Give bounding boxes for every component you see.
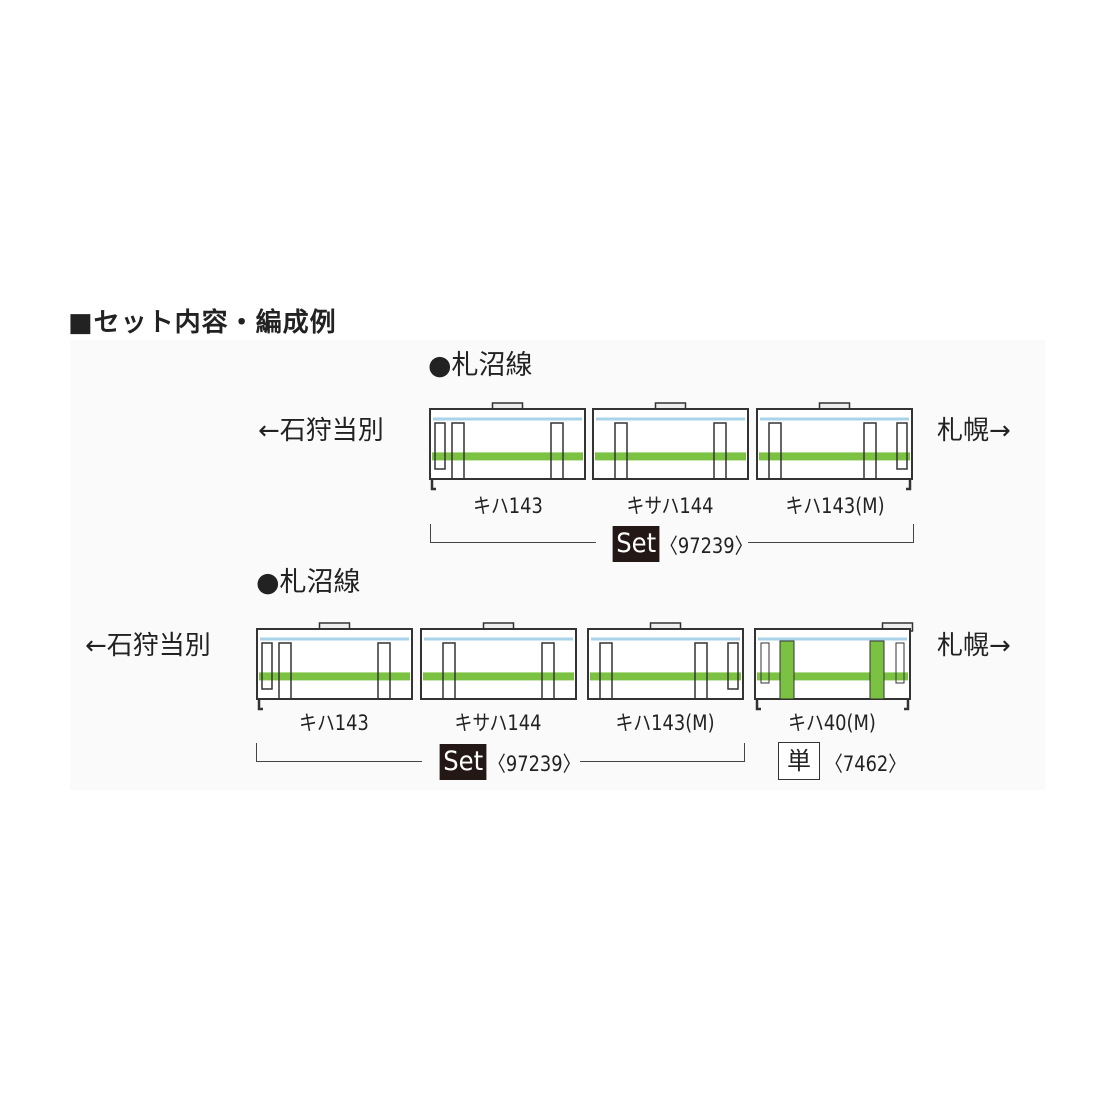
coupler	[906, 479, 912, 491]
coupler	[904, 699, 910, 711]
set-bracket-left	[256, 743, 422, 762]
cab-window	[896, 422, 908, 470]
train-car-kiha40	[754, 622, 914, 711]
door	[869, 640, 885, 700]
set-product-code: 〈97239〉	[660, 534, 753, 558]
cab-window	[727, 642, 739, 690]
car-body	[587, 628, 744, 700]
set-bracket-right	[580, 743, 745, 762]
door	[451, 422, 465, 480]
door	[541, 642, 555, 700]
train-car-kiha143m	[756, 402, 913, 491]
green-stripe	[259, 672, 410, 681]
line-name-2: ●札沼線	[256, 567, 361, 598]
train-car-kiha143	[429, 402, 586, 491]
car-label: キサハ144	[454, 711, 542, 735]
coupler	[755, 699, 761, 711]
door	[779, 640, 795, 700]
door	[694, 642, 708, 700]
cab-window	[261, 642, 273, 690]
door	[713, 422, 727, 480]
car-body	[429, 408, 586, 480]
line-name-1: ●札沼線	[428, 350, 533, 381]
green-stripe	[759, 452, 910, 461]
green-stripe	[590, 672, 741, 681]
door	[599, 642, 613, 700]
coupler	[257, 699, 263, 711]
coupler	[430, 479, 436, 491]
set-badge: Set	[439, 744, 487, 780]
door	[614, 422, 628, 480]
window	[895, 642, 905, 684]
door	[442, 642, 456, 700]
car-body	[256, 628, 413, 700]
car-body	[756, 408, 913, 480]
car-label: キハ143	[299, 711, 369, 735]
car-label: キハ143(M)	[615, 711, 715, 735]
set-badge: Set	[612, 526, 660, 562]
train-car-kiha143	[256, 622, 413, 711]
car-label: キサハ144	[626, 494, 714, 518]
set-product-code: 〈97239〉	[488, 752, 581, 776]
green-stripe	[432, 452, 583, 461]
door	[863, 422, 877, 480]
set-bracket-left	[430, 524, 596, 543]
train-car-kisaha144	[420, 622, 577, 700]
direction-left-2: ←石狩当別	[85, 631, 211, 661]
cab-window	[434, 422, 446, 470]
green-stripe	[757, 672, 908, 681]
green-stripe	[595, 452, 746, 461]
single-car-badge: 単	[778, 742, 820, 780]
door	[377, 642, 391, 700]
car-body	[592, 408, 749, 480]
car-label: キハ143	[473, 494, 543, 518]
car-label: キハ143(M)	[785, 494, 885, 518]
car-label: キハ40(M)	[788, 711, 876, 735]
door	[768, 422, 782, 480]
window	[760, 642, 770, 684]
direction-right-1: 札幌→	[937, 416, 1011, 446]
train-car-kisaha144	[592, 402, 749, 480]
direction-left-1: ←石狩当別	[258, 416, 384, 446]
section-title: ■セット内容・編成例	[68, 308, 337, 338]
direction-right-2: 札幌→	[937, 631, 1011, 661]
door	[550, 422, 564, 480]
green-stripe	[423, 672, 574, 681]
door	[278, 642, 292, 700]
set-bracket-right	[748, 524, 914, 543]
single-product-code: 〈7462〉	[825, 752, 907, 776]
car-body	[420, 628, 577, 700]
train-car-kiha143m	[587, 622, 744, 700]
